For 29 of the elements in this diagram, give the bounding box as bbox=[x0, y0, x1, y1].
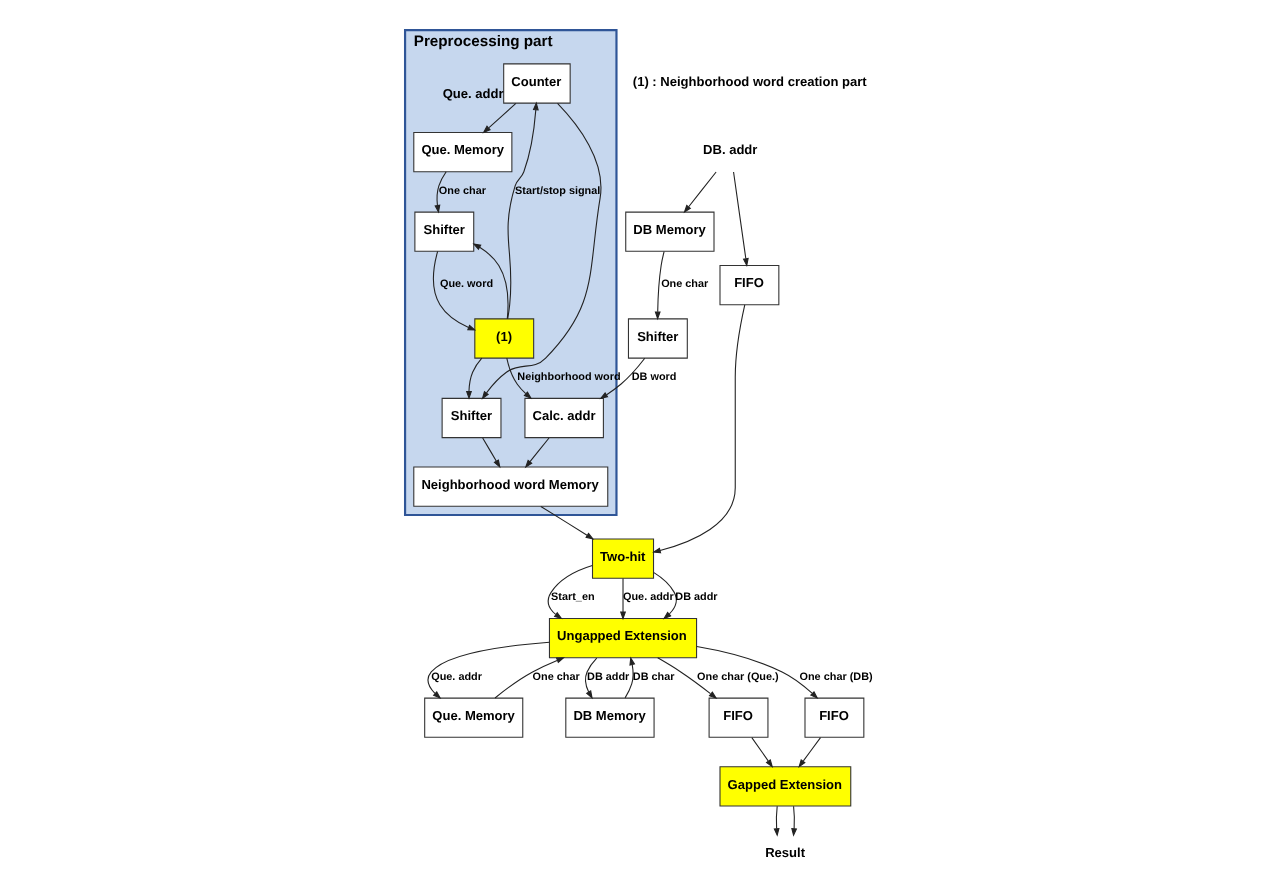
arrow bbox=[523, 437, 549, 469]
arrow bbox=[481, 102, 516, 134]
arrow bbox=[583, 657, 597, 700]
arrow bbox=[732, 171, 748, 267]
arrow bbox=[481, 437, 500, 469]
arrow bbox=[546, 564, 592, 620]
arrow bbox=[653, 251, 664, 321]
arrow bbox=[623, 656, 635, 699]
arrow bbox=[433, 171, 446, 214]
arrow bbox=[772, 805, 779, 837]
arrow bbox=[651, 304, 745, 554]
arrow bbox=[797, 737, 821, 768]
arrow bbox=[618, 577, 626, 621]
arrow bbox=[539, 505, 594, 540]
arrow bbox=[505, 357, 532, 400]
arrow bbox=[656, 657, 717, 700]
arrow bbox=[598, 357, 645, 400]
arrow bbox=[682, 171, 716, 214]
arrow bbox=[750, 737, 773, 768]
arrow bbox=[790, 805, 797, 837]
arrow bbox=[431, 250, 476, 331]
arrow bbox=[506, 101, 538, 320]
arrow bbox=[480, 102, 601, 400]
arrow bbox=[426, 641, 549, 700]
arrow bbox=[493, 657, 565, 699]
arrow bbox=[471, 243, 508, 320]
arrow bbox=[652, 572, 676, 620]
arrow bbox=[695, 645, 818, 700]
arrow bbox=[464, 357, 482, 400]
